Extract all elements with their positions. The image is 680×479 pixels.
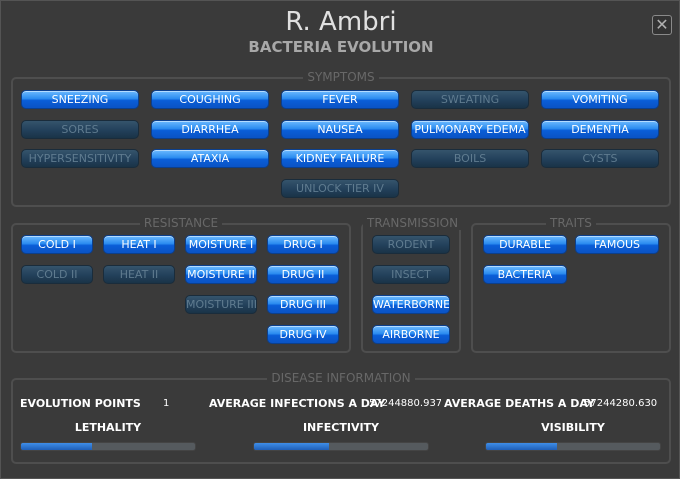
transmission-button[interactable]: INSECT (372, 265, 450, 284)
lethality-label: LETHALITY (74, 421, 142, 434)
avg-infections-value: 57244880.9378 (369, 398, 441, 409)
trait-button[interactable]: FAMOUS (575, 235, 659, 254)
disease-info-panel: DISEASE INFORMATION (11, 371, 671, 464)
avg-deaths-label: AVERAGE DEATHS A DAY (444, 397, 595, 410)
symptom-button[interactable]: NAUSEA (281, 120, 399, 139)
symptom-button[interactable]: VOMITING (541, 90, 659, 109)
symptoms-panel: SYMPTOMS (11, 70, 671, 207)
symptom-button[interactable]: SNEEZING (21, 90, 139, 109)
avg-infections-label: AVERAGE INFECTIONS A DAY (209, 397, 386, 410)
traits-title: TRAITS (546, 216, 596, 230)
transmission-button[interactable]: AIRBORNE (372, 325, 450, 344)
symptom-button[interactable]: PULMONARY EDEMA (411, 120, 529, 139)
symptom-button[interactable]: ATAXIA (151, 149, 269, 168)
lethality-meter (20, 442, 196, 451)
resistance-button[interactable]: COLD II (21, 265, 93, 284)
traits-panel: TRAITS (471, 216, 671, 353)
transmission-button[interactable]: WATERBORNE (372, 295, 450, 314)
visibility-meter (485, 442, 661, 451)
symptom-button[interactable]: SWEATING (411, 90, 529, 109)
resistance-button[interactable]: HEAT II (103, 265, 175, 284)
window-subtitle: BACTERIA EVOLUTION (248, 38, 434, 56)
infectivity-meter-fill (254, 443, 329, 450)
transmission-title: TRANSMISSION (363, 216, 463, 230)
transmission-panel: TRANSMISSION (361, 216, 463, 353)
symptom-button[interactable]: DIARRHEA (151, 120, 269, 139)
symptom-button[interactable]: KIDNEY FAILURE (281, 149, 399, 168)
resistance-button[interactable]: MOISTURE II (185, 265, 257, 284)
resistance-button[interactable]: MOISTURE III (185, 295, 257, 314)
infectivity-meter (253, 442, 429, 451)
resistance-button[interactable]: DRUG II (267, 265, 339, 284)
symptom-button[interactable]: HYPERSENSITIVITY (21, 149, 139, 168)
symptoms-title: SYMPTOMS (303, 70, 379, 84)
symptom-button[interactable]: COUGHING (151, 90, 269, 109)
infectivity-label: INFECTIVITY (302, 421, 380, 434)
resistance-button[interactable]: COLD I (21, 235, 93, 254)
symptom-button[interactable]: CYSTS (541, 149, 659, 168)
resistance-button[interactable]: HEAT I (103, 235, 175, 254)
resistance-button[interactable]: MOISTURE I (185, 235, 257, 254)
symptom-button[interactable]: SORES (21, 120, 139, 139)
trait-button[interactable]: BACTERIA (483, 265, 567, 284)
visibility-label: VISIBILITY (541, 421, 605, 434)
lethality-meter-fill (21, 443, 93, 450)
avg-deaths-value: 57244280.6301 (584, 398, 657, 409)
close-icon[interactable]: ✕ (652, 15, 672, 35)
pathogen-name: R. Ambri (285, 7, 397, 37)
resistance-title: RESISTANCE (139, 216, 223, 230)
visibility-meter-fill (486, 443, 558, 450)
transmission-button[interactable]: RODENT (372, 235, 450, 254)
disease-info-title: DISEASE INFORMATION (267, 371, 415, 385)
symptom-button[interactable]: BOILS (411, 149, 529, 168)
unlock-tier-button[interactable]: UNLOCK TIER IV (281, 179, 399, 198)
symptom-button[interactable]: DEMENTIA (541, 120, 659, 139)
evolution-points-value: 1 (163, 398, 170, 409)
symptom-button[interactable]: FEVER (281, 90, 399, 109)
resistance-button[interactable]: DRUG IV (267, 325, 339, 344)
resistance-button[interactable]: DRUG III (267, 295, 339, 314)
resistance-button[interactable]: DRUG I (267, 235, 339, 254)
trait-button[interactable]: DURABLE (483, 235, 567, 254)
resistance-panel: RESISTANCE (11, 216, 351, 353)
evolution-points-label: EVOLUTION POINTS (20, 397, 141, 410)
